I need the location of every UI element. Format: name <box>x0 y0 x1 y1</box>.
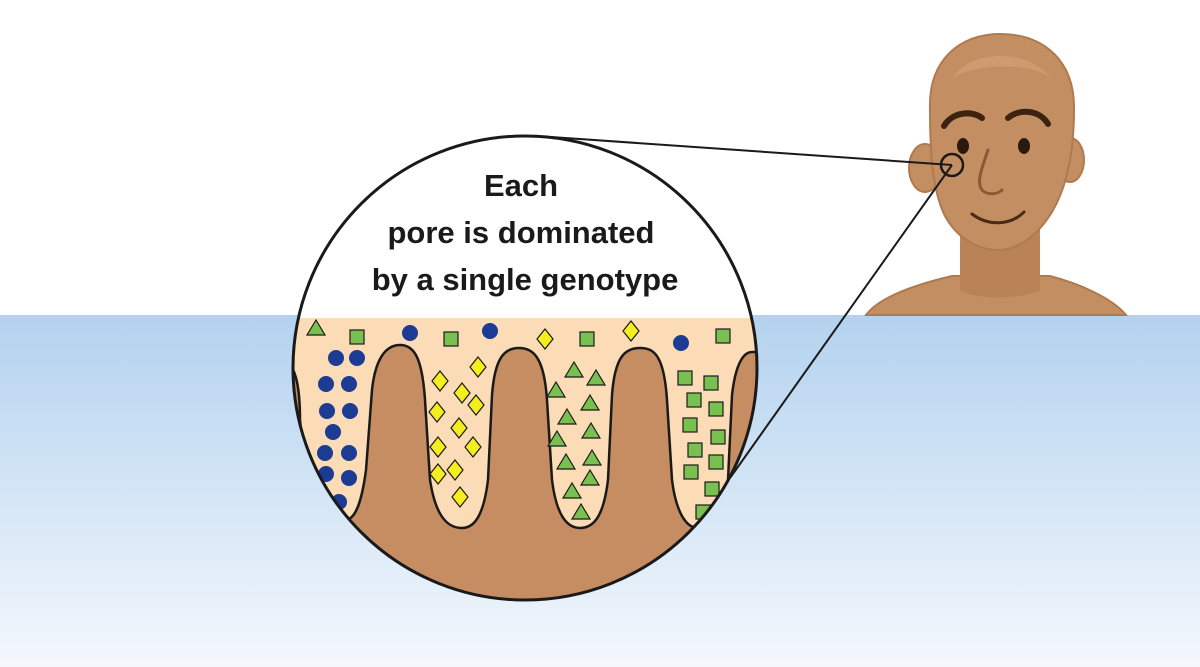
square-marker-icon <box>708 401 724 417</box>
caption-line-3: by a single genotype <box>372 262 679 297</box>
circle-marker-icon <box>482 323 498 339</box>
square-marker-icon <box>677 370 693 386</box>
square-marker-icon <box>710 429 726 445</box>
circle-marker-icon <box>341 376 357 392</box>
diamond-marker-icon <box>453 382 471 404</box>
circle-marker-icon <box>318 376 334 392</box>
circle-marker-icon <box>341 445 357 461</box>
diamond-marker-icon <box>450 417 468 439</box>
square-marker-icon <box>686 392 702 408</box>
circle-marker-icon <box>342 403 358 419</box>
circle-marker-icon <box>325 424 341 440</box>
diamond-marker-icon <box>431 370 449 392</box>
zoom-line-bottom <box>729 164 953 479</box>
triangle-marker-icon <box>581 448 603 466</box>
caption-line-2: pore is dominated <box>388 215 655 250</box>
triangle-marker-icon <box>563 360 585 378</box>
triangle-marker-icon <box>570 502 592 520</box>
triangle-marker-icon <box>579 468 601 486</box>
square-marker-icon <box>703 375 719 391</box>
person-nose <box>978 148 1004 196</box>
triangle-marker-icon <box>561 481 583 499</box>
diamond-marker-icon <box>469 356 487 378</box>
person-right-eye <box>1018 138 1030 154</box>
diamond-marker-icon <box>429 436 447 458</box>
diamond-marker-icon <box>429 463 447 485</box>
square-marker-icon <box>687 442 703 458</box>
triangle-marker-icon <box>585 368 607 386</box>
zoom-line-top <box>550 136 953 166</box>
circle-marker-icon <box>349 350 365 366</box>
triangle-marker-icon <box>305 318 327 336</box>
square-marker-icon <box>715 328 731 344</box>
square-marker-icon <box>682 417 698 433</box>
person-head-icon <box>864 32 1129 316</box>
circle-marker-icon <box>317 445 333 461</box>
triangle-marker-icon <box>579 393 601 411</box>
lens-outline <box>291 134 759 602</box>
circle-marker-icon <box>328 350 344 366</box>
diamond-marker-icon <box>446 459 464 481</box>
diamond-marker-icon <box>622 320 640 342</box>
square-marker-icon <box>683 464 699 480</box>
genotype-markers <box>305 318 731 520</box>
circle-marker-icon <box>319 403 335 419</box>
person-face <box>928 32 1076 252</box>
person-mouth <box>970 210 1026 225</box>
circle-marker-icon <box>341 470 357 486</box>
person-left-eyebrow <box>941 110 985 129</box>
diamond-marker-icon <box>467 394 485 416</box>
diamond-marker-icon <box>428 401 446 423</box>
person-right-eyebrow <box>1005 108 1051 127</box>
person-left-eye <box>957 138 969 154</box>
square-marker-icon <box>704 481 720 497</box>
caption-line-1: Each <box>484 168 558 203</box>
skin-spot-marker <box>939 152 965 178</box>
person-forehead-highlight <box>952 55 1052 80</box>
square-marker-icon <box>349 329 365 345</box>
diamond-marker-icon <box>451 486 469 508</box>
circle-marker-icon <box>673 335 689 351</box>
tissue-ridges <box>293 343 757 600</box>
circle-marker-icon <box>402 325 418 341</box>
square-marker-icon <box>443 331 459 347</box>
triangle-marker-icon <box>555 452 577 470</box>
square-marker-icon <box>708 454 724 470</box>
triangle-marker-icon <box>556 407 578 425</box>
diamond-marker-icon <box>536 328 554 350</box>
triangle-marker-icon <box>545 380 567 398</box>
square-marker-icon <box>579 331 595 347</box>
magnifier-circle-icon: Each pore is dominated by a single genot… <box>291 134 759 602</box>
triangle-marker-icon <box>580 421 602 439</box>
triangle-marker-icon <box>546 429 568 447</box>
diamond-marker-icon <box>464 436 482 458</box>
